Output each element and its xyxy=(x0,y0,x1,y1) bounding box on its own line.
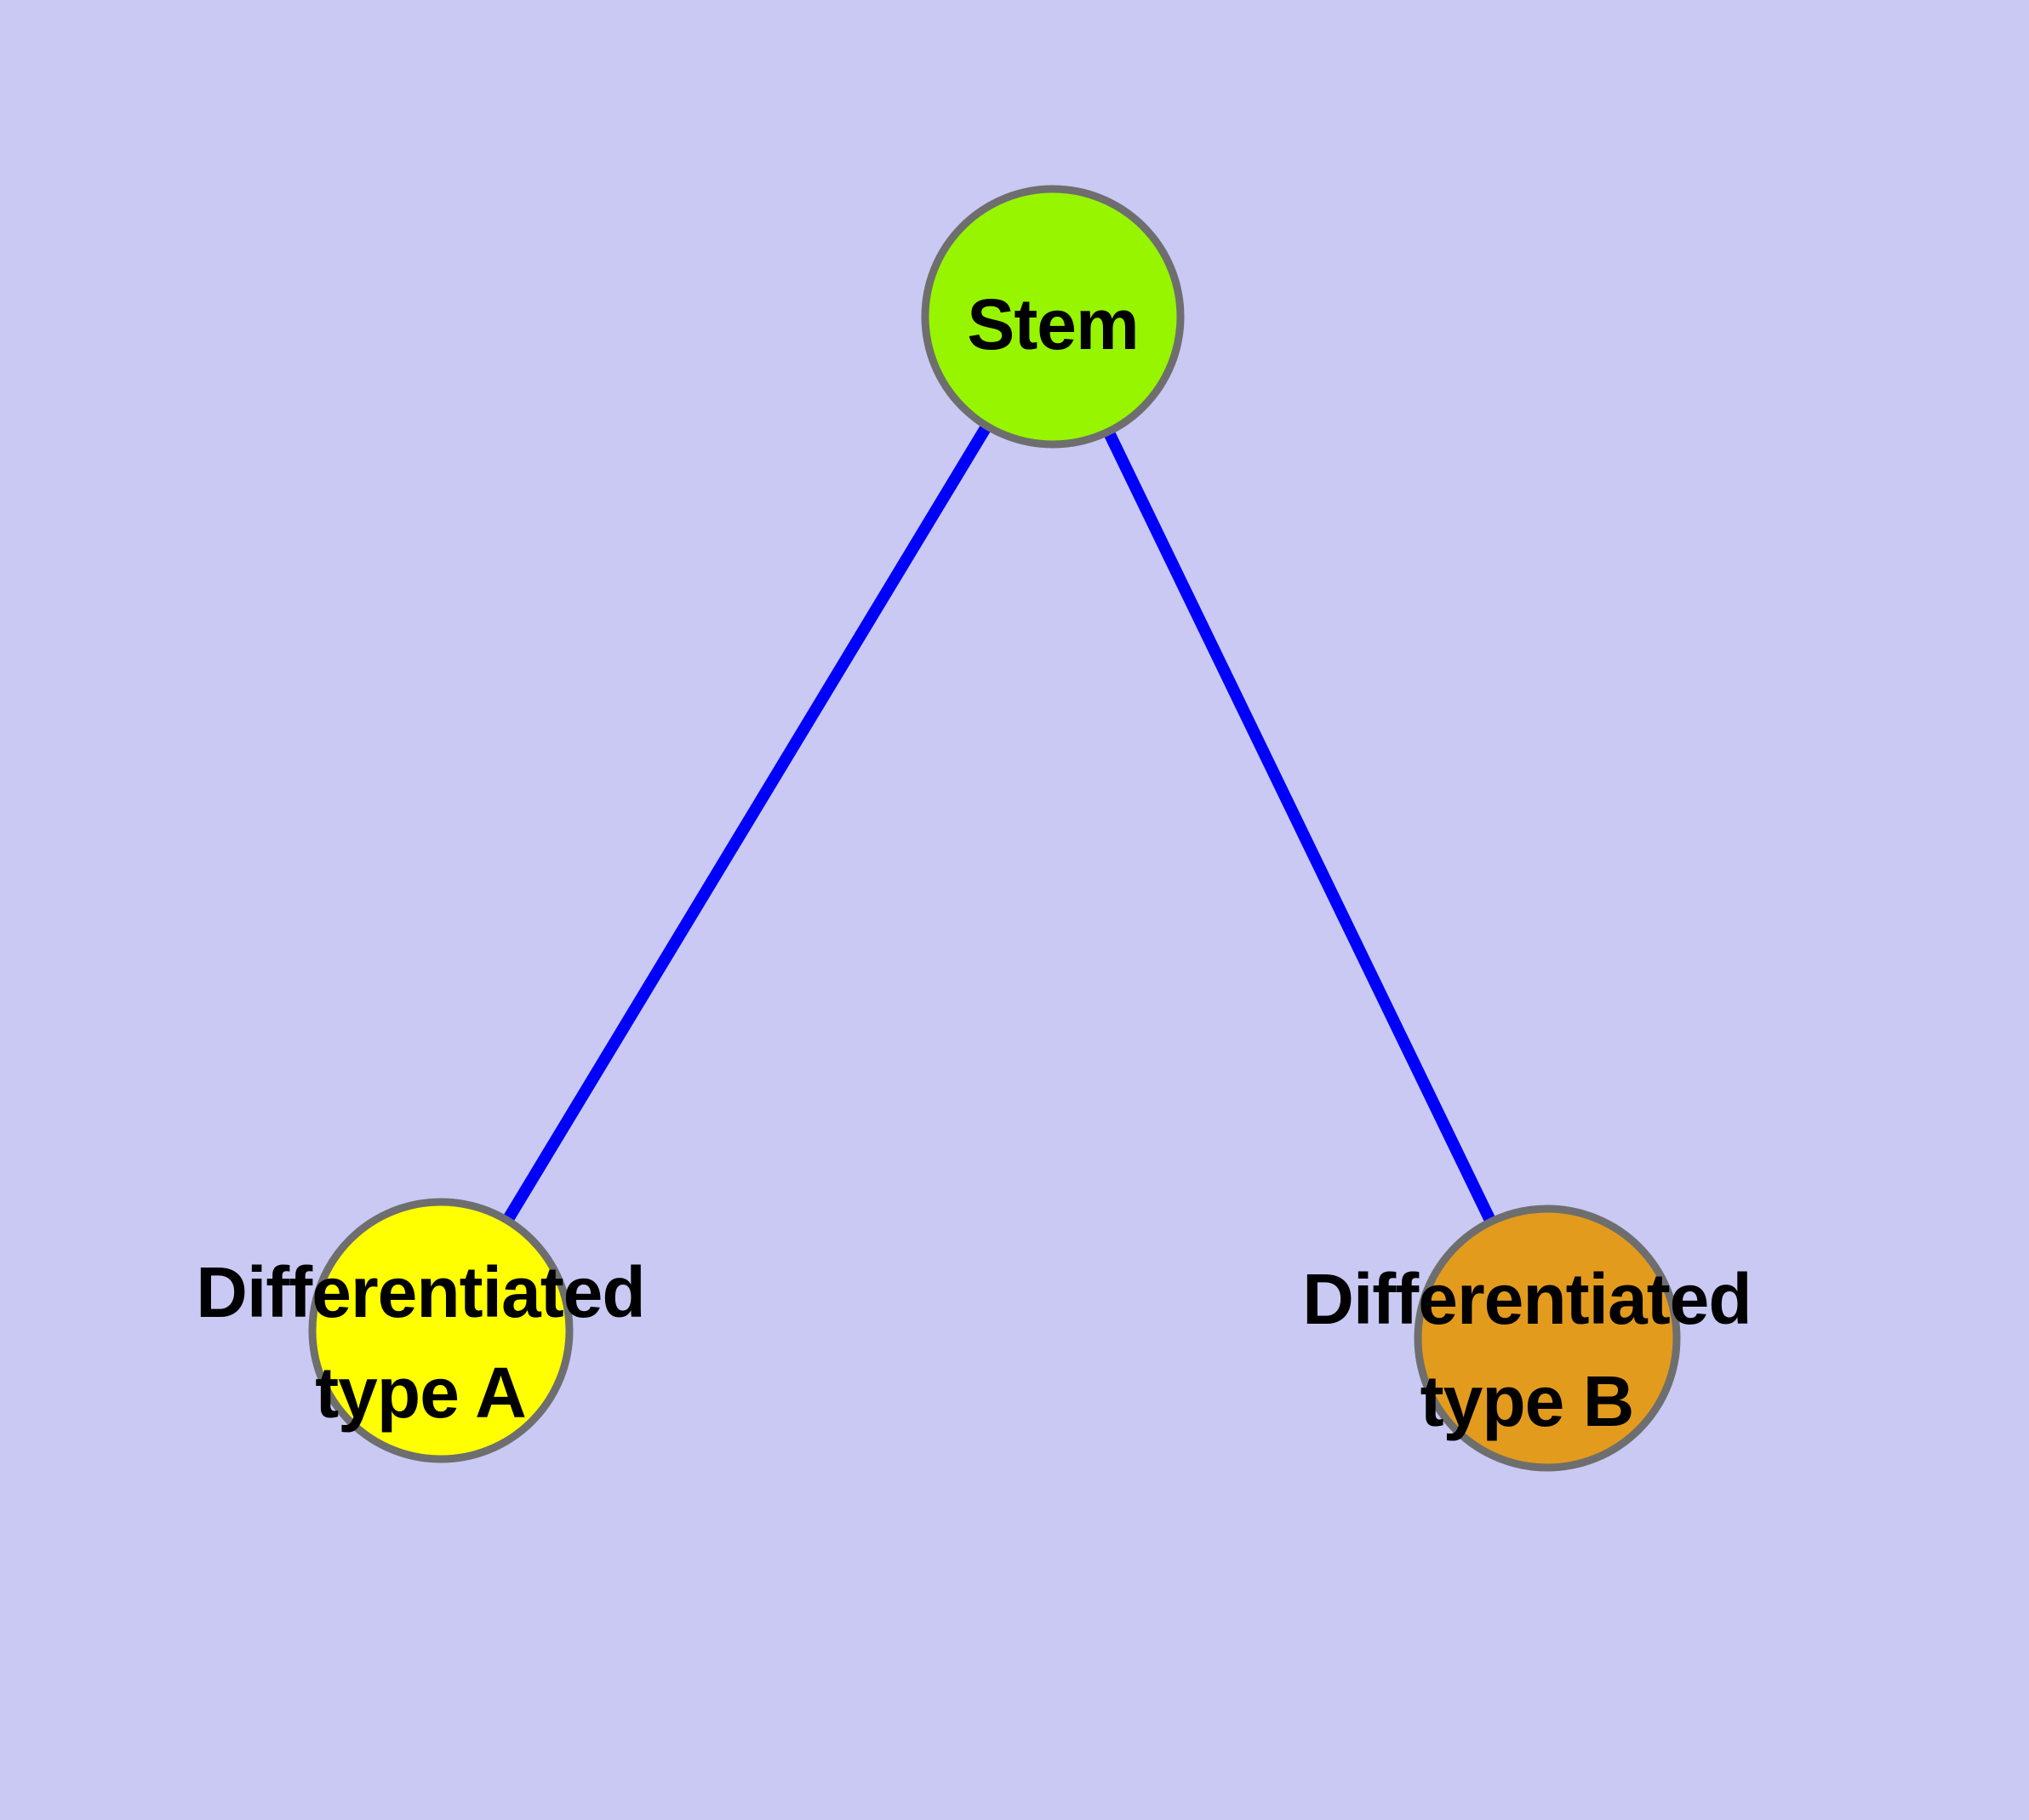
node-type-b-label-line1: Differentiated xyxy=(1302,1259,1751,1339)
node-differentiated-type-a xyxy=(308,1198,574,1463)
node-type-b-label-line2: type B xyxy=(1420,1361,1634,1441)
node-type-a-label-line1: Differentiated xyxy=(196,1252,644,1332)
edge-stem-to-type-a xyxy=(436,313,1058,1334)
node-differentiated-type-b xyxy=(1414,1205,1681,1472)
node-stem-label: Stem xyxy=(967,284,1138,364)
edge-stem-to-type-b xyxy=(1047,313,1553,1342)
node-type-a-label-line2: type A xyxy=(315,1353,526,1433)
node-stem xyxy=(921,185,1185,449)
